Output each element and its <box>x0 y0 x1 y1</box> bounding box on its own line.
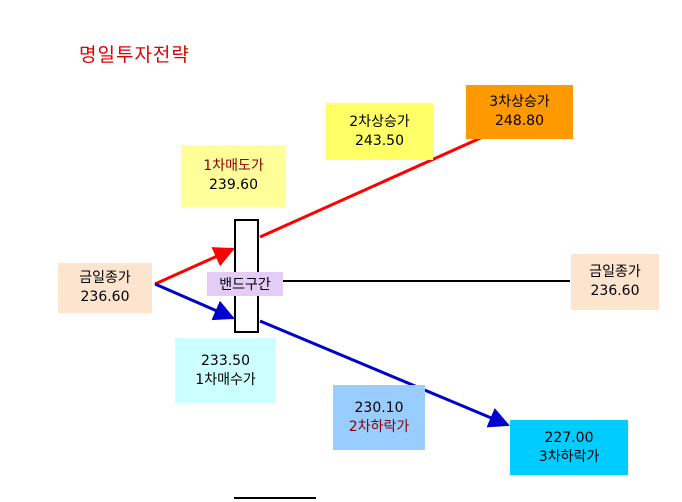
close-left-value: 236.60 <box>80 289 130 305</box>
fall3-box: 227.00 3차하락가 <box>510 420 628 475</box>
down-arrow-to-fall3 <box>259 319 510 428</box>
fall2-value: 230.10 <box>354 399 404 416</box>
fall2-label: 2차하락가 <box>348 418 410 435</box>
up-arrow-to-sell1 <box>154 247 235 286</box>
page-title: 명일투자전략 <box>79 44 190 66</box>
close-left-box: 금일종가 236.60 <box>58 263 152 313</box>
up-line-to-rise3 <box>259 134 486 239</box>
sell1-label: 1차매도가 <box>203 158 264 174</box>
fall3-value: 227.00 <box>544 429 594 446</box>
fall3-label: 3차하락가 <box>538 448 600 465</box>
buy1-box: 233.50 1차매수가 <box>175 338 276 403</box>
rise3-box: 3차상승가 248.80 <box>466 85 573 139</box>
fall2-box: 230.10 2차하락가 <box>333 385 425 450</box>
rise3-value: 248.80 <box>495 113 544 129</box>
sell1-box: 1차매도가 239.60 <box>181 145 286 207</box>
buy1-label: 1차매수가 <box>195 371 256 388</box>
close-left-label: 금일종가 <box>79 270 131 286</box>
close-right-value: 236.60 <box>590 283 640 299</box>
band-label: 밴드구간 <box>207 272 283 296</box>
down-arrow-to-buy1 <box>154 282 235 321</box>
rise2-box: 2차상승가 243.50 <box>326 103 433 160</box>
close-right-box: 금일종가 236.60 <box>571 254 659 310</box>
rise2-value: 243.50 <box>355 132 404 149</box>
sell1-value: 239.60 <box>209 177 258 193</box>
rise2-label: 2차상승가 <box>349 113 410 130</box>
bottom-divider <box>234 497 316 499</box>
rise3-label: 3차상승가 <box>489 94 550 110</box>
buy1-value: 233.50 <box>201 352 250 369</box>
close-right-label: 금일종가 <box>589 264 641 280</box>
